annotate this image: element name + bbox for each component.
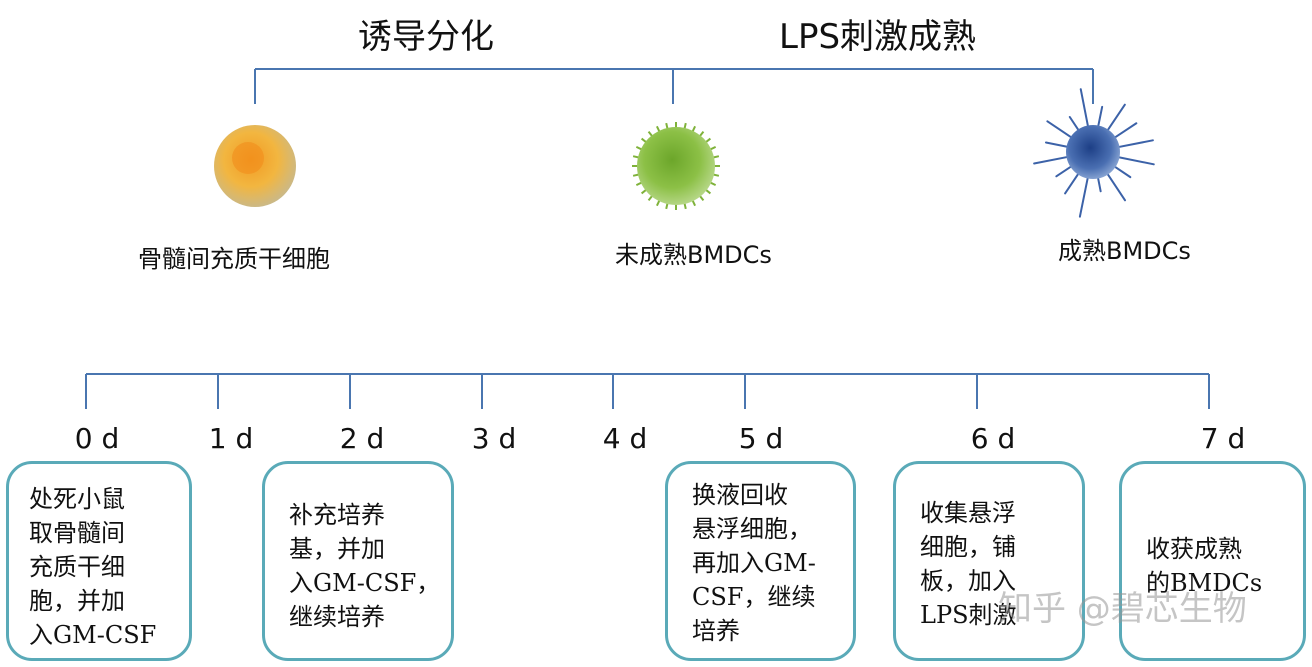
day-label: 3 d	[471, 422, 517, 455]
dendrite-spike	[1078, 170, 1091, 218]
watermark: 知乎 @碧芯生物	[998, 589, 1247, 629]
step-text: 收获成熟 的BMDCs	[1146, 535, 1263, 597]
step-text: 收集悬浮 细胞，铺 板，加入 LPS刺激	[920, 499, 1017, 629]
step-text: 换液回收 悬浮细胞， 再加入GM- CSF，继续 培养	[692, 481, 816, 645]
step-text: 处死小鼠 取骨髓间 充质干细 胞，并加 入GM-CSF	[29, 485, 157, 649]
timeline-axis	[85, 373, 1210, 409]
phase-bracket	[254, 68, 1094, 104]
cell-label-stem-cell: 骨髓间充质干细胞	[138, 245, 330, 273]
orange-stem-cell-icon	[214, 125, 296, 207]
day-label: 6 d	[970, 422, 1016, 455]
step-box-day5: 换液回收 悬浮细胞， 再加入GM- CSF，继续 培养	[665, 461, 856, 661]
dendrite-spike	[1079, 88, 1091, 134]
phase-label-maturation: LPS刺激成熟	[779, 17, 977, 57]
day-label: 4 d	[602, 422, 648, 455]
step-box-day2: 补充培养 基，并加 入GM-CSF， 继续培养	[262, 461, 454, 661]
step-box-day7: 收获成熟 的BMDCs	[1119, 461, 1306, 661]
step-box-day0: 处死小鼠 取骨髓间 充质干细 胞，并加 入GM-CSF	[6, 461, 192, 661]
cell-label-immature-bmdc: 未成熟BMDCs	[615, 241, 772, 269]
day-label: 2 d	[339, 422, 385, 455]
step-text: 补充培养 基，并加 入GM-CSF， 继续培养	[289, 501, 441, 631]
day-label: 5 d	[738, 422, 784, 455]
day-label: 1 d	[208, 422, 254, 455]
day-label: 7 d	[1200, 422, 1246, 455]
cell-label-mature-bmdc: 成熟BMDCs	[1058, 237, 1191, 265]
day-label: 0 d	[74, 422, 120, 455]
green-immature-dc-icon	[632, 122, 720, 210]
phase-label-differentiation: 诱导分化	[358, 17, 494, 57]
step-box-day6: 收集悬浮 细胞，铺 板，加入 LPS刺激	[893, 461, 1085, 661]
blue-mature-dc-icon	[1033, 88, 1155, 218]
